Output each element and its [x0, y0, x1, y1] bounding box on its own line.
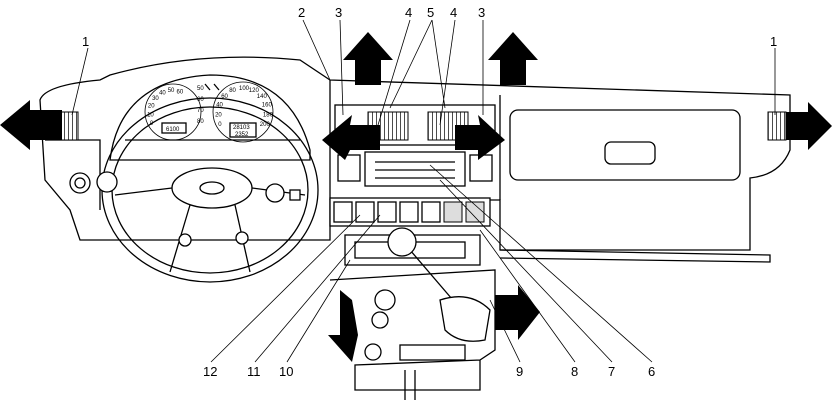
callout-5: 5 — [427, 5, 434, 20]
ignition-lock — [178, 233, 192, 247]
callout-4-right: 4 — [450, 5, 457, 20]
arrow-diag-right — [455, 115, 505, 160]
console-switch — [333, 201, 353, 223]
tach-display-text: 6100 — [166, 127, 180, 133]
temp-tick-label: 60 — [197, 97, 204, 103]
temp-tick-label: 80 — [197, 119, 204, 125]
gauge-tick-label: 10 — [147, 113, 154, 119]
cigarette-lighter — [364, 343, 382, 361]
leader-lines — [71, 19, 776, 363]
ashtray — [399, 344, 466, 361]
arrow-up-left — [343, 32, 393, 85]
tach-display — [161, 122, 187, 134]
hazard-switch — [337, 154, 361, 182]
gauge-tick-label: 30 — [152, 96, 159, 102]
console-switch — [443, 201, 463, 223]
dashboard-body — [39, 56, 791, 263]
callout-4-left: 4 — [405, 5, 412, 20]
odometer-text: 28103 — [233, 125, 250, 131]
console-switch — [355, 201, 375, 223]
arrow-left — [0, 100, 62, 150]
gauge-tick-label: 40 — [216, 103, 223, 109]
callout-12: 12 — [203, 364, 217, 379]
gauge-tick-label: 100 — [239, 86, 250, 92]
odometer — [229, 122, 257, 138]
callout-11: 11 — [247, 364, 261, 379]
trip-text: 2352 — [235, 132, 249, 138]
gauge-tick-label: 180 — [263, 113, 274, 119]
temp-tick-label: 50 — [197, 86, 204, 92]
left-side-vent — [59, 111, 79, 141]
console-switch — [465, 201, 485, 223]
gauge-tick-label: 60 — [221, 94, 228, 100]
console-switch — [399, 201, 419, 223]
arrow-right — [786, 102, 832, 150]
callout-7: 7 — [608, 364, 615, 379]
temp-tick-label: 70 — [197, 108, 204, 114]
arrow-down-right — [495, 285, 540, 340]
callout-9: 9 — [516, 364, 523, 379]
gauge-tick-label: 50 — [168, 88, 175, 94]
arrow-down-left — [328, 290, 358, 362]
gauge-tick-label: 0 — [218, 122, 222, 128]
gauge-tick-label: 200 — [260, 122, 271, 128]
gauge-tick-label: 160 — [262, 103, 273, 109]
airflow-arrows — [0, 32, 832, 362]
transfer-case-lever — [374, 289, 396, 311]
lada-logo — [199, 181, 225, 195]
ignition-knob — [96, 171, 118, 193]
gauge-tick-label: 120 — [249, 88, 260, 94]
gauge-tick-label: 20 — [148, 104, 155, 110]
heater-control-panel — [364, 151, 466, 187]
arrow-diag-left — [322, 115, 380, 160]
gear-lever-knob — [387, 227, 417, 257]
callout-10: 10 — [279, 364, 293, 379]
gauge-tick-label: 40 — [159, 90, 166, 96]
gauge-tick-label: 20 — [215, 113, 222, 119]
gauge-tick-label: 80 — [229, 88, 236, 94]
callout-1-left: 1 — [82, 34, 89, 49]
console-switch — [421, 201, 441, 223]
callout-8: 8 — [571, 364, 578, 379]
gauge-tick-label: 0 — [150, 121, 154, 127]
callout-1-right: 1 — [770, 34, 777, 49]
callout-3-right: 3 — [478, 5, 485, 20]
arrow-up-right — [488, 32, 538, 85]
console-switch — [377, 201, 397, 223]
right-side-vent — [767, 111, 787, 141]
gauge-tick-label: 60 — [177, 89, 184, 95]
callout-6: 6 — [648, 364, 655, 379]
gauge-tick-label: 140 — [257, 94, 268, 100]
horn-switch — [265, 183, 285, 203]
callout-2: 2 — [298, 5, 305, 20]
steering-wheel — [96, 97, 319, 283]
callout-3-left: 3 — [335, 5, 342, 20]
glove-box-handle — [604, 141, 656, 165]
callouts: 1 2 3 4 5 4 3 1 12 11 10 9 8 7 6 — [82, 5, 777, 379]
